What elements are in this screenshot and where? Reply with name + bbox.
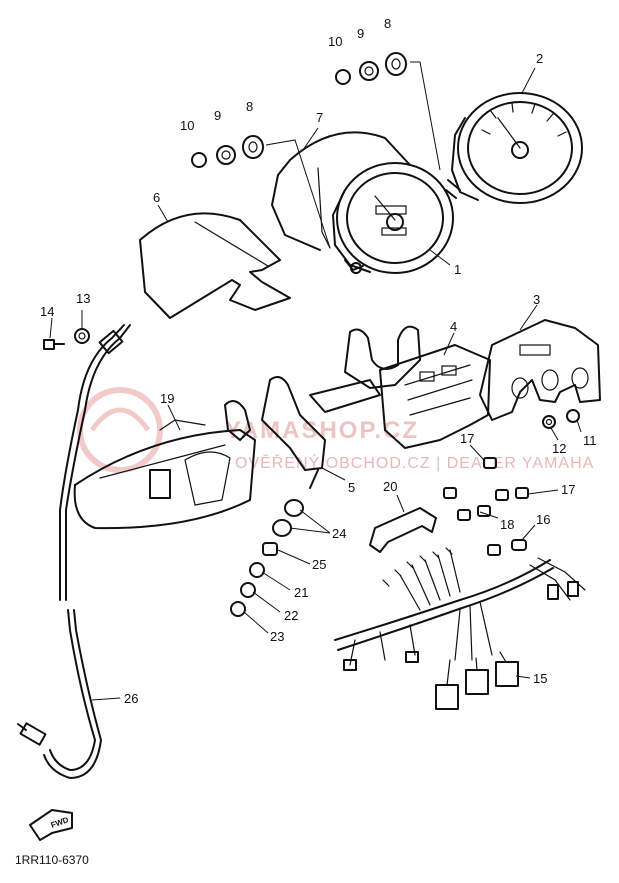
callout-1: 1: [454, 262, 461, 277]
bulb-icon: [487, 544, 501, 556]
bulb-icon: [477, 505, 491, 517]
callout-25: 25: [312, 557, 326, 572]
connector-icon: [495, 661, 519, 687]
callout-13: 13: [76, 291, 90, 306]
bulb-icon: [249, 562, 265, 578]
speedometer-cable: [17, 324, 131, 779]
callout-5: 5: [348, 480, 355, 495]
callout-3: 3: [533, 292, 540, 307]
grommet-icon: [385, 52, 407, 76]
callout-8: 8: [246, 99, 253, 114]
connector-icon: [465, 669, 489, 695]
tachometer-gauge: [445, 92, 583, 204]
callout-16: 16: [536, 512, 550, 527]
wire-harness: [334, 547, 586, 710]
bulb-icon: [443, 487, 457, 499]
harness-clip: [369, 507, 437, 553]
bulb-icon: [230, 601, 246, 617]
connector-icon: [405, 651, 419, 663]
callout-17: 17: [561, 482, 575, 497]
indicator-panel: [379, 344, 491, 449]
speedometer-gauge: [332, 162, 454, 274]
callout-26: 26: [124, 691, 138, 706]
callout-4: 4: [450, 319, 457, 334]
callout-11: 11: [583, 433, 597, 448]
forward-direction-arrow: FWD: [29, 809, 73, 841]
callout-18: 18: [500, 517, 514, 532]
connector-icon: [343, 659, 357, 671]
washer-icon: [216, 145, 236, 165]
nut-washer-set-lower: [191, 135, 331, 249]
screw-icon: [43, 339, 55, 350]
callout-24: 24: [332, 526, 346, 541]
screw-icon: [566, 409, 580, 423]
grommet-icon: [242, 135, 264, 159]
nut-icon: [191, 152, 207, 168]
callout-19: 19: [160, 391, 174, 406]
diagram-code: 1RR110-6370: [15, 853, 89, 867]
callout-2: 2: [536, 51, 543, 66]
bulb-icon: [457, 509, 471, 521]
socket-icon: [511, 539, 527, 551]
grommet-icon: [542, 415, 556, 429]
callout-9: 9: [214, 108, 221, 123]
indicator-bulbs: [443, 457, 529, 556]
callout-23: 23: [270, 629, 284, 644]
connector-icon: [567, 581, 579, 597]
socket-icon: [284, 499, 304, 517]
callout-9: 9: [357, 26, 364, 41]
mounting-bracket: [224, 325, 421, 489]
speedometer-case: [271, 131, 411, 251]
callout-21: 21: [294, 585, 308, 600]
socket-icon: [272, 519, 292, 537]
bulb-icon: [262, 542, 278, 556]
gauge-cover: [139, 212, 291, 319]
callout-20: 20: [383, 479, 397, 494]
callout-17: 17: [460, 431, 474, 446]
callout-22: 22: [284, 608, 298, 623]
connector-icon: [547, 584, 559, 600]
nut-washer-set-upper: [335, 52, 441, 171]
callout-14: 14: [40, 304, 54, 319]
part-labels: 2 8 9 10 7 8 9 10 6 1 3 4 13 14 19 11 12…: [40, 16, 597, 706]
fwd-label: FWD: [50, 815, 70, 830]
bulb-icon: [495, 489, 509, 501]
callout-15: 15: [533, 671, 547, 686]
screw-grommet-set: [43, 328, 580, 429]
callout-7: 7: [316, 110, 323, 125]
arrow-icon: [29, 809, 73, 841]
callout-6: 6: [153, 190, 160, 205]
leader-lines: [49, 67, 582, 701]
bulb-icon: [483, 457, 497, 469]
watermark-tagline: OVĚŘENÝ OBCHOD.CZ | DEALER YAMAHA: [235, 453, 594, 472]
washer-icon: [359, 61, 379, 81]
bulb-socket-set: [230, 499, 304, 617]
watermark: YAMASHOP.CZ OVĚŘENÝ OBCHOD.CZ | DEALER Y…: [77, 387, 594, 473]
callout-12: 12: [552, 441, 566, 456]
connector-icon: [435, 684, 459, 710]
bulb-icon: [240, 582, 256, 598]
bulb-icon: [515, 487, 529, 499]
meter-bracket: [479, 319, 601, 421]
grommet-icon: [74, 328, 90, 344]
callout-10: 10: [328, 34, 342, 49]
nut-icon: [335, 69, 351, 85]
callout-10: 10: [180, 118, 194, 133]
callout-8: 8: [384, 16, 391, 31]
